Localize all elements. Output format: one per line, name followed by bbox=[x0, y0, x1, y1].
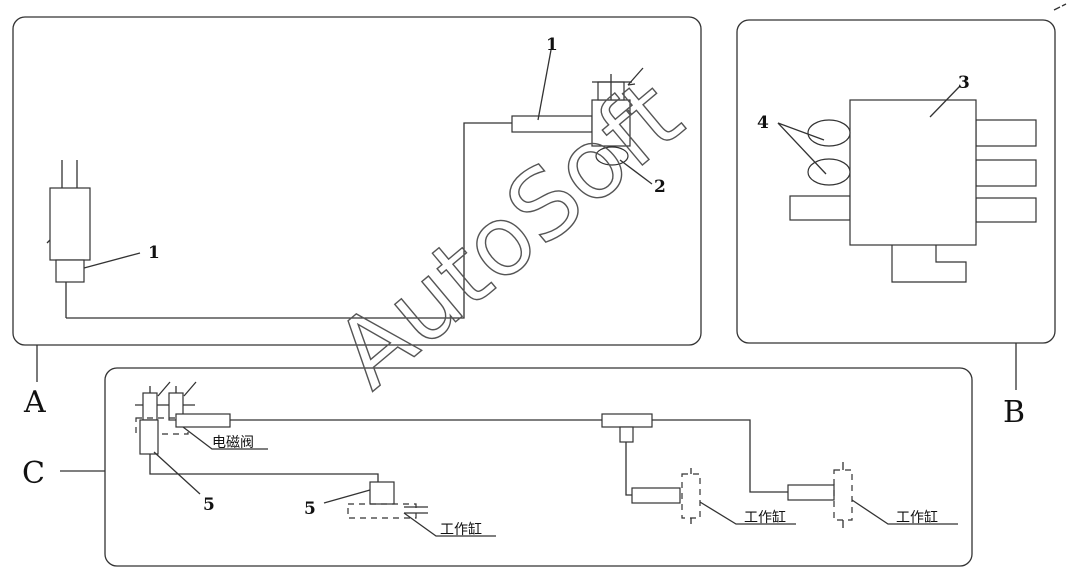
panel-b-letter: B bbox=[1003, 395, 1025, 430]
callout-leader-b-block bbox=[929, 85, 961, 118]
callout-a-valve: 2 bbox=[654, 177, 666, 197]
corner-marks bbox=[1053, 3, 1067, 11]
panel-b-port-lower bbox=[807, 158, 851, 186]
panel-a-left-component bbox=[46, 160, 91, 318]
panel-c-cylinder-right bbox=[787, 462, 853, 528]
leader-cylinder-1 bbox=[403, 512, 496, 537]
panel-a-frame bbox=[12, 16, 702, 346]
panel-c: C bbox=[22, 367, 973, 567]
panel-c-left-tube bbox=[149, 454, 379, 484]
panel-b: 4 3 B bbox=[736, 19, 1056, 430]
panel-c-tee-fitting bbox=[601, 413, 653, 428]
watermark: AutoSoft bbox=[315, 59, 703, 410]
leader-cylinder-2 bbox=[699, 501, 796, 525]
panel-c-right-tube bbox=[652, 419, 788, 493]
leader-solenoid-valve bbox=[182, 426, 268, 450]
label-cylinder-3: 工作缸 bbox=[896, 509, 938, 526]
panel-b-block-assembly bbox=[789, 99, 1037, 283]
panel-b-main-block bbox=[849, 99, 977, 246]
panel-c-frame bbox=[104, 367, 973, 567]
panel-a-letter: A bbox=[23, 385, 46, 420]
label-cylinder-2: 工作缸 bbox=[744, 509, 786, 526]
label-solenoid-valve: 电磁阀 bbox=[212, 435, 254, 451]
callout-leader-c-mid bbox=[323, 489, 371, 504]
callout-b-block: 3 bbox=[958, 73, 970, 93]
panel-c-letter: C bbox=[22, 456, 45, 491]
panel-b-port-upper bbox=[807, 119, 851, 147]
callout-leader-b-ports-1 bbox=[777, 122, 825, 141]
callout-leader-c-left bbox=[153, 451, 201, 495]
panel-c-cylinder-left bbox=[347, 481, 428, 519]
leader-cylinder-3 bbox=[851, 499, 958, 525]
callout-a-left: 1 bbox=[148, 243, 160, 263]
callout-leader-b-ports-2 bbox=[777, 122, 827, 175]
callout-leader-a-valve bbox=[619, 159, 653, 185]
callout-b-ports: 4 bbox=[757, 113, 769, 133]
panel-a-tube bbox=[66, 122, 512, 319]
callout-leader-a-top bbox=[537, 49, 552, 121]
callout-c-left: 5 bbox=[203, 495, 215, 515]
panel-b-frame bbox=[736, 19, 1056, 344]
callout-leader-a-left bbox=[83, 252, 141, 269]
callout-c-mid: 5 bbox=[304, 499, 316, 519]
panel-a: 1 1 2 A bbox=[12, 16, 702, 420]
label-cylinder-1: 工作缸 bbox=[440, 521, 482, 538]
panel-c-cylinder-middle bbox=[631, 468, 701, 524]
callout-a-top: 1 bbox=[546, 35, 558, 55]
panel-c-middle-tube bbox=[625, 442, 632, 496]
